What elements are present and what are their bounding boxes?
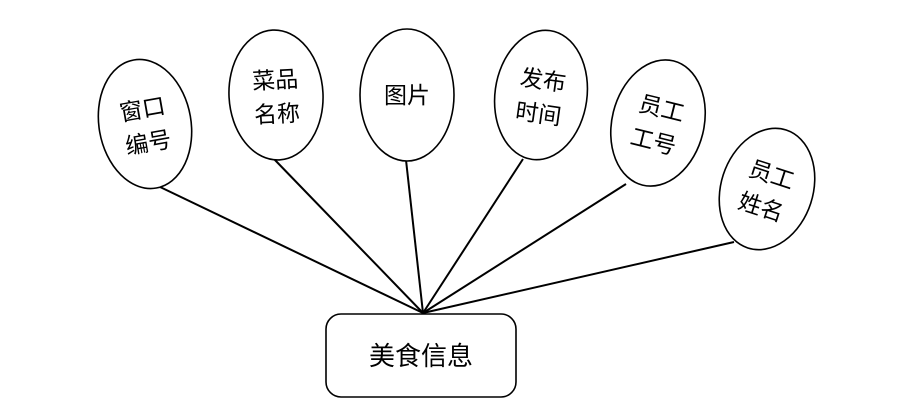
attribute-ellipse: [228, 29, 324, 161]
connector-dish-name: [273, 158, 424, 314]
connectors: [157, 158, 735, 314]
connector-picture: [405, 159, 424, 314]
entity-box: [325, 313, 517, 398]
connector-employee-number: [422, 183, 627, 314]
attribute-employee-name: 员工 姓名: [718, 127, 816, 251]
attribute-window-number: 窗口 编号: [97, 58, 193, 190]
attribute-ellipse: [609, 59, 707, 187]
attribute-label-line-1: 菜品: [252, 67, 299, 95]
attribute-publish-time: 发布 时间: [493, 29, 589, 161]
entity-label: 美食信息: [369, 342, 473, 372]
attribute-label-line-1: 图片: [384, 83, 430, 109]
connector-employee-name: [422, 241, 735, 314]
attribute-ellipse: [359, 28, 455, 162]
connector-window-number: [157, 185, 424, 314]
attribute-employee-number: 员工 工号: [609, 59, 707, 187]
attribute-ellipse: [718, 127, 816, 251]
attribute-label-line-1: 发布: [518, 65, 567, 97]
attribute-ellipse: [493, 29, 589, 161]
attribute-label-line-2: 名称: [253, 101, 300, 129]
connector-publish-time: [422, 158, 524, 314]
attribute-picture: 图片: [359, 28, 455, 162]
entity-food-info: 美食信息: [325, 313, 517, 398]
attribute-dish-name: 菜品 名称: [228, 29, 324, 161]
attribute-label-line-2: 时间: [514, 99, 563, 131]
attribute-ellipse: [97, 58, 193, 190]
